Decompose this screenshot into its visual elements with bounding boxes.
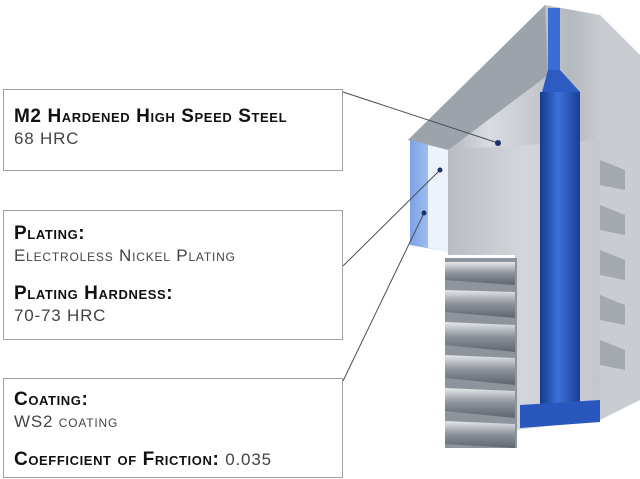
plating-hardness-value: 70-73 HRC — [14, 306, 107, 325]
plating-edge — [428, 145, 448, 252]
steel-title: M2 Hardened High Speed Steel — [14, 106, 288, 127]
steel-hardness-value: 68 HRC — [14, 129, 80, 148]
friction-value: 0.035 — [225, 450, 272, 469]
nozzle-bore-tip — [548, 8, 560, 70]
coating-label-box: Coating: WS2 coating Coefficient of Fric… — [3, 378, 343, 478]
nozzle-bore-cone — [542, 70, 580, 92]
steel-label-box: M2 Hardened High Speed Steel 68 HRC — [3, 89, 343, 171]
coating-title: Coating: — [14, 389, 89, 410]
nozzle-bore-bottom — [520, 400, 600, 428]
plating-hardness-title: Plating Hardness: — [14, 283, 174, 304]
leader-steel-dot — [495, 140, 501, 146]
nozzle-cone-facet — [408, 5, 548, 150]
plating-label-box: Plating: Electroless Nickel Plating Plat… — [3, 210, 343, 340]
leader-plating — [342, 169, 441, 267]
leader-steel — [342, 91, 499, 144]
plating-value: Electroless Nickel Plating — [14, 246, 236, 265]
nozzle-bore — [540, 92, 580, 414]
plating-title: Plating: — [14, 223, 86, 244]
leader-coating — [342, 212, 425, 382]
friction-row: Coefficient of Friction: 0.035 — [14, 449, 332, 471]
leader-coating-dot — [421, 210, 427, 216]
leader-plating-dot — [437, 167, 443, 173]
friction-title: Coefficient of Friction: — [14, 449, 220, 470]
thread-section — [445, 160, 625, 448]
coating-value: WS2 coating — [14, 412, 119, 431]
